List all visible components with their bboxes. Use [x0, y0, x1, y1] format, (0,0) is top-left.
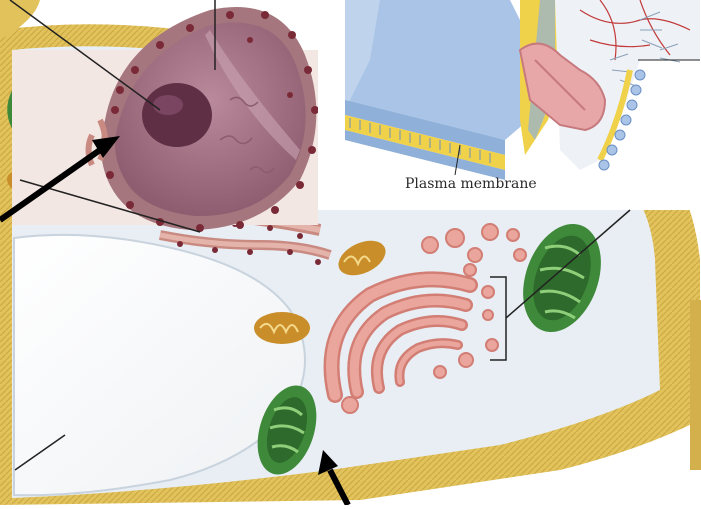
label-plasma-membrane: Plasma membrane	[405, 176, 537, 192]
nucleolus	[142, 83, 212, 147]
mitochondrion-1	[254, 312, 310, 344]
